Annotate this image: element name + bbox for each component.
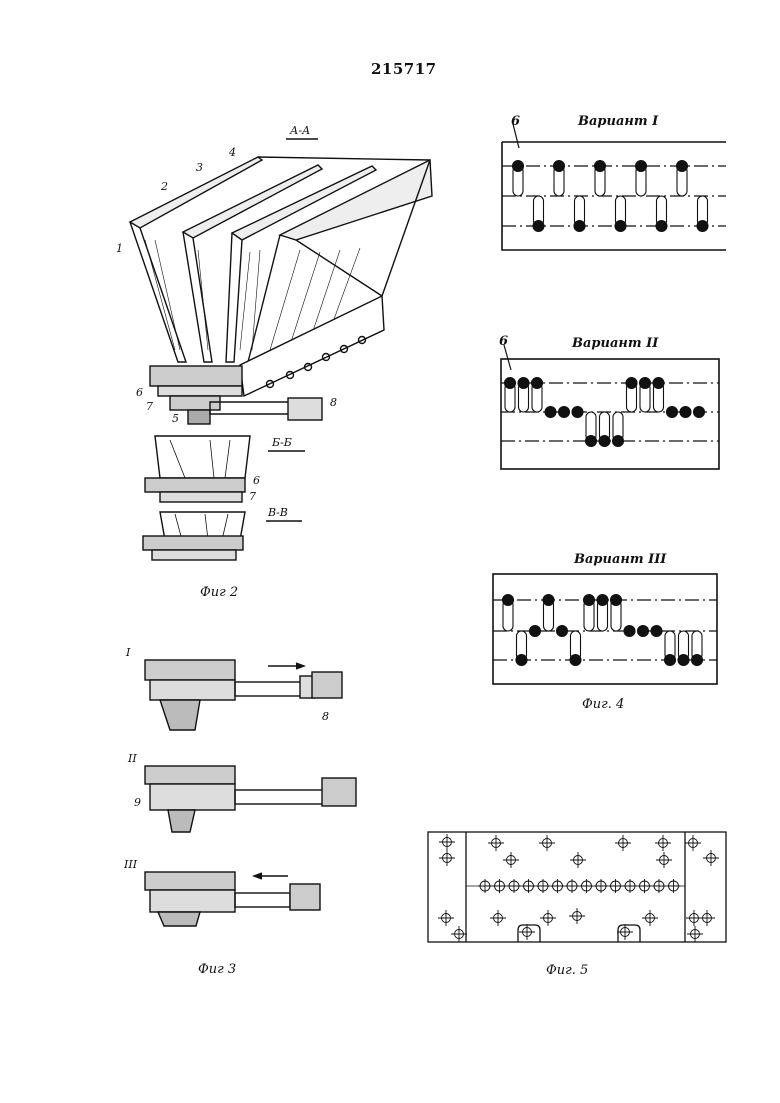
center-mark (615, 835, 631, 851)
center-mark (439, 850, 455, 866)
center-mark (570, 852, 586, 868)
center-mark (609, 879, 623, 893)
center-mark (667, 879, 681, 893)
center-mark (439, 834, 455, 850)
center-mark (451, 926, 467, 942)
center-mark (685, 835, 701, 851)
center-mark (540, 910, 556, 926)
center-mark (478, 879, 492, 893)
center-mark (638, 879, 652, 893)
center-mark (519, 924, 535, 940)
center-mark (522, 879, 536, 893)
center-mark (652, 879, 666, 893)
center-mark (569, 908, 585, 924)
center-mark (493, 879, 507, 893)
center-mark (488, 835, 504, 851)
fig5-caption: Фиг. 5 (546, 963, 588, 978)
center-mark (623, 879, 637, 893)
center-mark (687, 926, 703, 942)
center-mark (490, 910, 506, 926)
center-mark (642, 910, 658, 926)
center-mark (565, 879, 579, 893)
center-mark (539, 835, 555, 851)
center-mark (594, 879, 608, 893)
center-mark (536, 879, 550, 893)
center-mark (503, 852, 519, 868)
center-mark (655, 835, 671, 851)
center-mark (580, 879, 594, 893)
center-mark (699, 910, 715, 926)
center-mark (656, 852, 672, 868)
center-mark (551, 879, 565, 893)
center-mark (438, 910, 454, 926)
center-mark (703, 850, 719, 866)
center-mark (507, 879, 521, 893)
